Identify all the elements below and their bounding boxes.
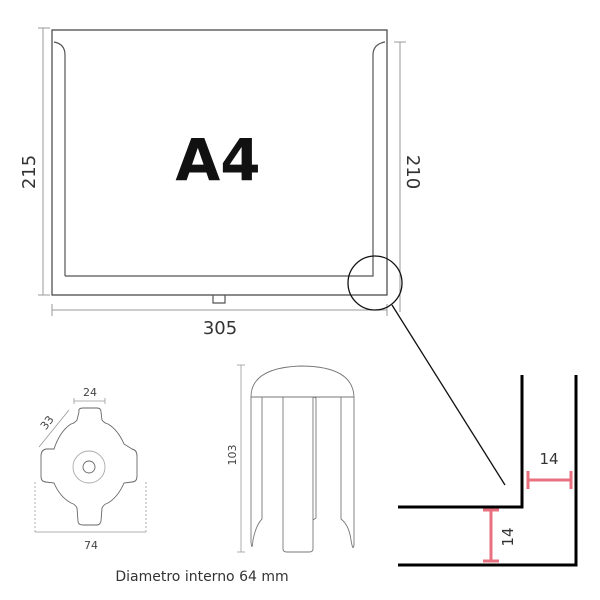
corner-detail (398, 375, 578, 567)
vertical-gap-dim: 14 (499, 527, 517, 546)
callout-line (391, 304, 506, 486)
base-diag-dim: 33 (38, 413, 57, 432)
base-top-view (40, 407, 138, 526)
horizontal-gap-dim: 14 (539, 450, 558, 468)
dimension-lines (38, 27, 406, 316)
base-width-dim: 74 (84, 539, 98, 552)
detail-dims (483, 471, 573, 563)
a4-label: A4 (175, 126, 260, 194)
width-dim: 305 (203, 318, 237, 339)
base-top-dim: 24 (83, 386, 97, 399)
height-left-dim: 215 (19, 155, 40, 189)
a4-frame (51, 29, 388, 304)
cap-dim-line (237, 364, 245, 553)
zoom-circle (347, 255, 403, 311)
height-right-dim: 210 (402, 155, 423, 189)
cap-side-view (250, 365, 355, 553)
cap-height-dim: 103 (226, 445, 239, 466)
caption: Diametro interno 64 mm (115, 569, 288, 585)
base-dim-lines (34, 398, 147, 533)
